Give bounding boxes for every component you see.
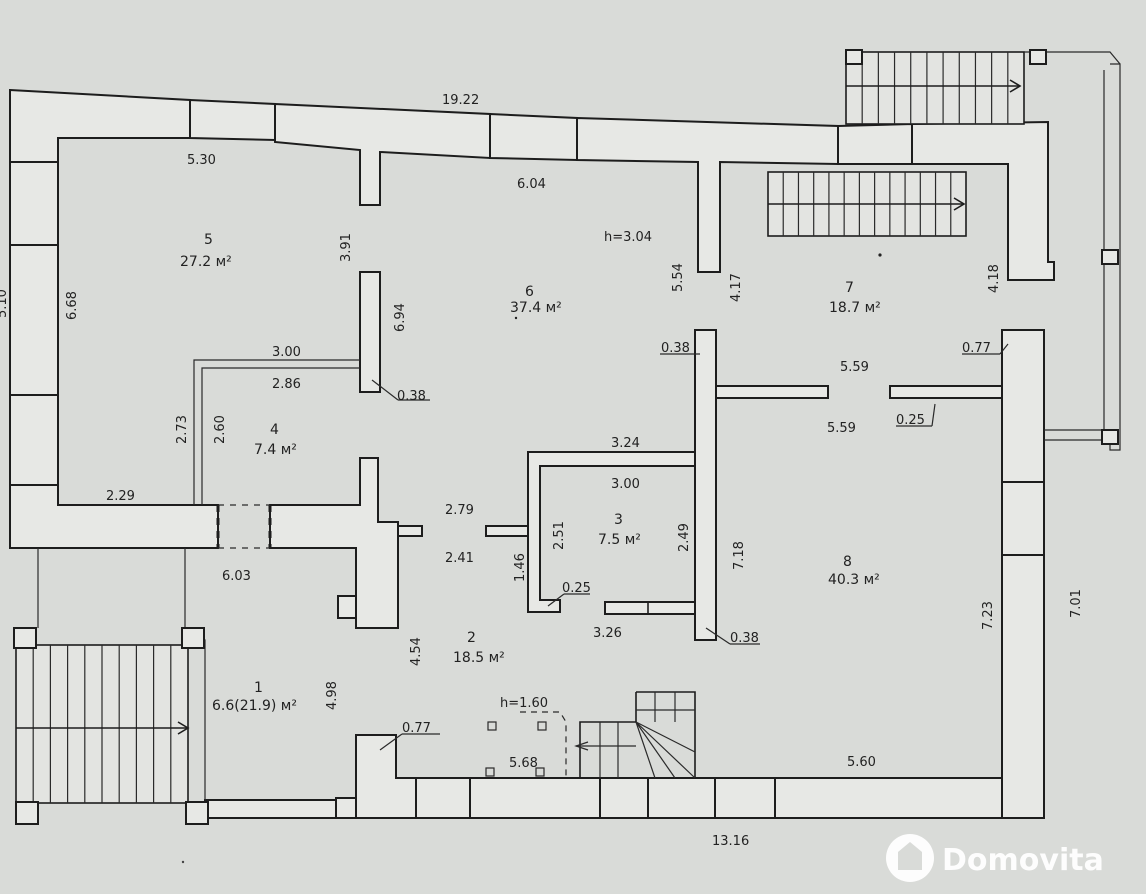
- dim-2-73: 2.73: [175, 415, 190, 444]
- dim-4-18: 4.18: [987, 264, 1002, 293]
- room-8-area: 40.3 м²: [828, 572, 880, 588]
- watermark: Domovita: [886, 834, 1104, 882]
- room-6-area: 37.4 м²: [510, 300, 562, 316]
- dim-3-00-b: 3.00: [611, 477, 640, 492]
- dim-4-98: 4.98: [325, 681, 340, 710]
- room-5-number: 5: [204, 232, 213, 248]
- dim-0-38-c: 0.38: [730, 631, 759, 646]
- dim-5-30: 5.30: [187, 153, 216, 168]
- dim-2-41: 2.41: [445, 551, 474, 566]
- dim-6-03: 6.03: [222, 569, 251, 584]
- room-4-number: 4: [270, 422, 279, 438]
- dim-7-01: 7.01: [1069, 589, 1084, 618]
- watermark-text: Domovita: [942, 843, 1104, 878]
- dim-3-91: 3.91: [339, 233, 354, 262]
- dim-5-54: 5.54: [671, 263, 686, 292]
- dim-7-18: 7.18: [732, 541, 747, 570]
- dim-7-23: 7.23: [981, 601, 996, 630]
- dim-0-38-a: 0.38: [397, 389, 426, 404]
- dim-2-79: 2.79: [445, 503, 474, 518]
- dim-0-77-b: 0.77: [402, 721, 431, 736]
- low-ceiling-area: [485, 711, 567, 778]
- dim-4-54: 4.54: [409, 637, 424, 666]
- dim-1-46: 1.46: [513, 553, 528, 582]
- room-3-number: 3: [614, 512, 623, 528]
- stairs-room-7: [767, 171, 967, 237]
- dim-2-86: 2.86: [272, 377, 301, 392]
- dim-3-26: 3.26: [593, 626, 622, 641]
- exterior-walls: [9, 88, 1055, 819]
- stairs-top-right: [845, 49, 1121, 445]
- dim-2-29: 2.29: [106, 489, 135, 504]
- room-3-area: 7.5 м²: [598, 532, 641, 548]
- dim-5-59-b: 5.59: [827, 421, 856, 436]
- stairs-winder: [574, 691, 696, 779]
- dim-left-edge: 5.10: [0, 289, 10, 318]
- dim-2-60: 2.60: [213, 415, 228, 444]
- room-6-number: 6: [525, 284, 534, 300]
- dim-5-68: 5.68: [509, 756, 538, 771]
- dim-6-04: 6.04: [517, 177, 546, 192]
- room-2-number: 2: [467, 630, 476, 646]
- room-4-area: 7.4 м²: [254, 442, 297, 458]
- room-1-number: 1: [254, 680, 263, 696]
- interior-walls: [37, 63, 1121, 800]
- dim-6-68: 6.68: [65, 291, 80, 320]
- dim-0-38-b: 0.38: [661, 341, 690, 356]
- dim-19-22: 19.22: [442, 93, 479, 108]
- dim-6-94: 6.94: [393, 303, 408, 332]
- dimension-labels: 19.22 5.30 6.04 h=3.04 3.91 5.54 4.17 4.…: [0, 93, 1084, 849]
- ceiling-height-3-04: h=3.04: [604, 230, 652, 245]
- dim-4-17: 4.17: [729, 273, 744, 302]
- dim-13-16: 13.16: [712, 834, 749, 849]
- dim-2-51: 2.51: [552, 521, 567, 550]
- dim-5-59-a: 5.59: [840, 360, 869, 375]
- low-ceiling-height-1-60: h=1.60: [500, 696, 548, 711]
- room-8-number: 8: [843, 554, 852, 570]
- dim-0-77-a: 0.77: [962, 341, 991, 356]
- room-7-area: 18.7 м²: [829, 300, 881, 316]
- room-1-area: 6.6(21.9) м²: [212, 698, 297, 714]
- dim-0-25-b: 0.25: [562, 581, 591, 596]
- dim-3-24: 3.24: [611, 436, 640, 451]
- room-7-number: 7: [845, 280, 854, 296]
- domovita-logo-icon: [886, 834, 934, 882]
- room-2-area: 18.5 м²: [453, 650, 505, 666]
- stairs-bottom-left: [13, 627, 209, 825]
- dim-2-49: 2.49: [677, 523, 692, 552]
- dim-3-00-a: 3.00: [272, 345, 301, 360]
- room-labels: 5 27.2 м² 6 37.4 м² 7 18.7 м² 4 7.4 м² 3…: [180, 232, 881, 714]
- room-5-area: 27.2 м²: [180, 254, 232, 270]
- dimension-leaders: [181, 253, 1009, 864]
- dim-5-60: 5.60: [847, 755, 876, 770]
- dim-0-25-a: 0.25: [896, 413, 925, 428]
